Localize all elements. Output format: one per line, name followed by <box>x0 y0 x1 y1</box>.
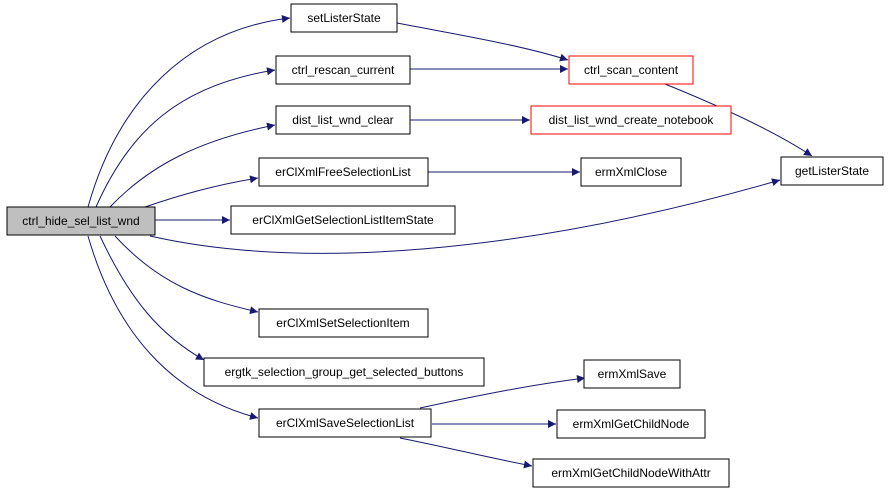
node-erClXmlSaveSelectionList[interactable]: erClXmlSaveSelectionList <box>258 408 432 438</box>
node-dist-list-wnd-clear[interactable]: dist_list_wnd_clear <box>275 105 411 135</box>
node-erClXmlFreeSelectionList-label: erClXmlFreeSelectionList <box>275 165 411 179</box>
edge-erClXmlSaveSelectionList-to-ermXmlGetChildNodeWithAttr <box>399 437 533 469</box>
edge-setListerState-to-ctrl-scan-content <box>396 22 569 62</box>
node-ermXmlGetChildNodeWithAttr[interactable]: ermXmlGetChildNodeWithAttr <box>532 458 730 488</box>
node-ermXmlClose-label: ermXmlClose <box>595 165 667 179</box>
node-erClXmlSetSelectionItem-label: erClXmlSetSelectionItem <box>276 316 409 330</box>
node-ctrl-scan-content-label: ctrl_scan_content <box>584 63 679 77</box>
node-getListerState[interactable]: getListerState <box>780 156 884 186</box>
node-erClXmlGetSelectionListItemState-label: erClXmlGetSelectionListItemState <box>252 213 434 227</box>
edge-root-to-erClXmlSaveSelectionList <box>87 235 259 420</box>
node-erClXmlSaveSelectionList-label: erClXmlSaveSelectionList <box>276 416 415 430</box>
node-ctrl-rescan-current[interactable]: ctrl_rescan_current <box>275 55 411 85</box>
node-erClXmlFreeSelectionList[interactable]: erClXmlFreeSelectionList <box>258 157 429 187</box>
node-ermXmlGetChildNode[interactable]: ermXmlGetChildNode <box>556 409 706 439</box>
edge-erClXmlSaveSelectionList-to-ermXmlSave <box>419 375 586 409</box>
node-erClXmlSetSelectionItem[interactable]: erClXmlSetSelectionItem <box>258 308 429 338</box>
edge-root-to-erClXmlSetSelectionItem <box>114 235 259 315</box>
node-setListerState-label: setListerState <box>307 11 381 25</box>
node-ergtk-selection-group-get-selected-buttons[interactable]: ergtk_selection_group_get_selected_butto… <box>203 357 485 387</box>
edge-root-to-getListerState <box>149 178 781 254</box>
node-ctrl-rescan-current-label: ctrl_rescan_current <box>292 63 395 77</box>
edge-root-to-erClXmlFreeSelectionList <box>144 175 259 208</box>
edge-root-to-dist-list-wnd-clear <box>109 122 276 208</box>
edge-ctrl-scan-content-to-getListerState <box>659 81 813 157</box>
node-getListerState-label: getListerState <box>795 164 869 178</box>
node-root-label: ctrl_hide_sel_list_wnd <box>22 214 139 228</box>
node-setListerState[interactable]: setListerState <box>290 3 398 33</box>
node-ermXmlClose[interactable]: ermXmlClose <box>580 157 682 187</box>
node-dist-list-wnd-create-notebook[interactable]: dist_list_wnd_create_notebook <box>530 105 732 135</box>
node-ermXmlGetChildNodeWithAttr-label: ermXmlGetChildNodeWithAttr <box>551 466 710 480</box>
node-ergtk-selection-group-label: ergtk_selection_group_get_selected_butto… <box>225 365 464 379</box>
node-dist-list-wnd-create-notebook-label: dist_list_wnd_create_notebook <box>549 113 715 127</box>
node-ctrl-scan-content[interactable]: ctrl_scan_content <box>568 55 694 85</box>
edge-root-to-setListerState <box>87 14 291 208</box>
node-root[interactable]: ctrl_hide_sel_list_wnd <box>6 206 156 236</box>
node-erClXmlGetSelectionListItemState[interactable]: erClXmlGetSelectionListItemState <box>230 205 456 235</box>
edge-root-to-ergtk-selection-group <box>99 235 205 361</box>
node-ermXmlSave-label: ermXmlSave <box>598 367 667 381</box>
node-ermXmlSave[interactable]: ermXmlSave <box>583 359 681 389</box>
edges <box>87 14 813 469</box>
edge-root-to-ctrl-rescan-current <box>95 67 276 208</box>
node-ermXmlGetChildNode-label: ermXmlGetChildNode <box>573 417 690 431</box>
node-dist-list-wnd-clear-label: dist_list_wnd_clear <box>292 113 393 127</box>
